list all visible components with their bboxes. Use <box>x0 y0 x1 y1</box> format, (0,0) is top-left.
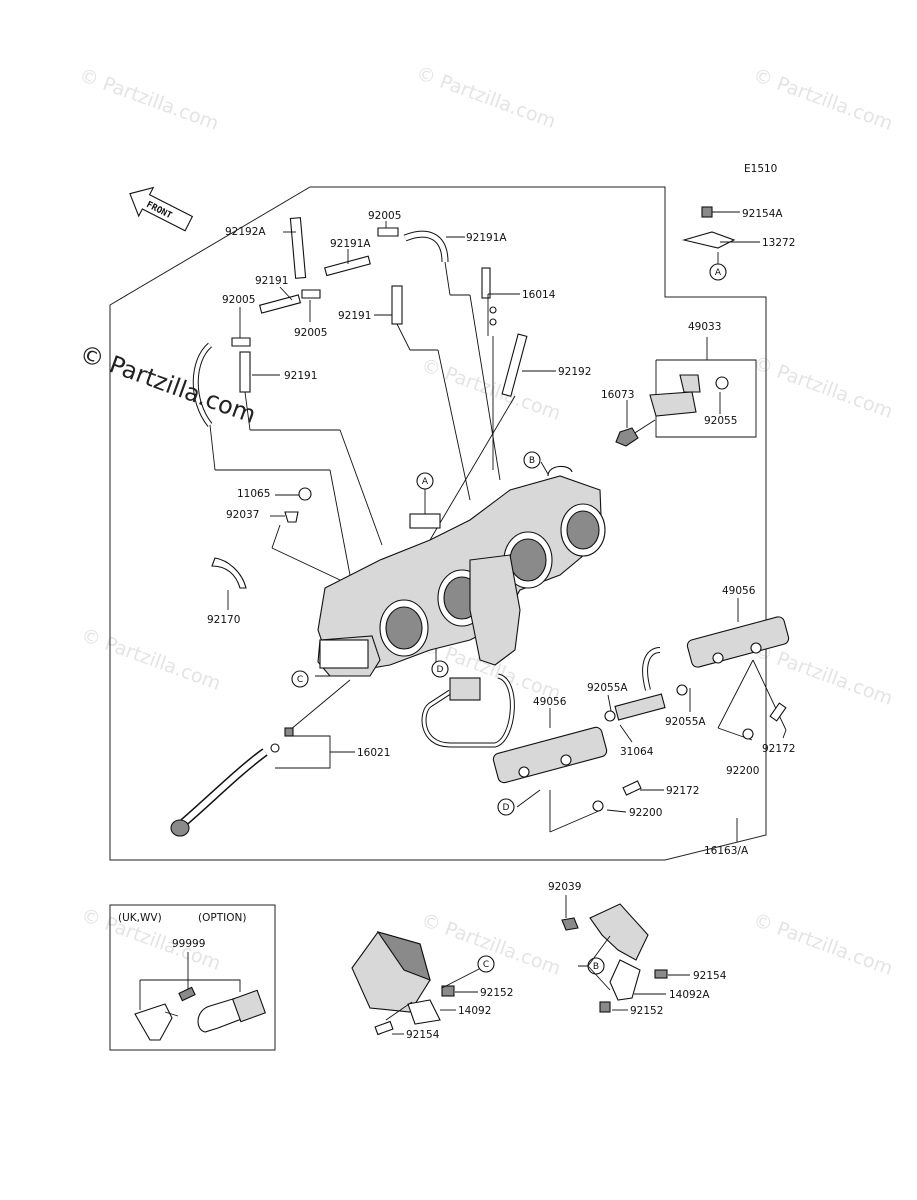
svg-text:D: D <box>437 665 444 675</box>
svg-text:92005: 92005 <box>294 327 327 339</box>
watermark-text: © Partzilla.com <box>750 639 895 710</box>
svg-text:16021: 16021 <box>357 747 390 759</box>
part-label: 92039 <box>548 881 581 893</box>
svg-text:92191A: 92191A <box>330 238 371 250</box>
svg-text:16014: 16014 <box>522 289 556 301</box>
callout-a <box>709 263 727 281</box>
svg-text:A: A <box>715 268 722 278</box>
callout-d <box>431 660 449 678</box>
front-arrow: FRONT <box>129 186 194 232</box>
svg-text:92055A: 92055A <box>587 682 628 694</box>
svg-text:92191A: 92191A <box>466 232 507 244</box>
part-label: 92152 <box>480 987 513 999</box>
svg-text:92005: 92005 <box>222 294 255 306</box>
callout-b <box>523 451 541 469</box>
svg-text:16163/A: 16163/A <box>704 845 749 857</box>
svg-text:92055A: 92055A <box>665 716 706 728</box>
callout-c <box>291 670 309 688</box>
diagram-code: E1510 <box>744 163 777 175</box>
watermark-text: © Partzilla.com <box>750 352 895 423</box>
cover-14092: C <box>351 931 495 1036</box>
svg-text:11065: 11065 <box>237 488 270 500</box>
watermark-text: © Partzilla.com <box>750 909 895 980</box>
sensor-49033 <box>615 374 729 447</box>
svg-text:92005: 92005 <box>368 210 401 222</box>
svg-text:92191: 92191 <box>284 370 317 382</box>
part-label: 13272 <box>762 237 795 249</box>
svg-text:92191: 92191 <box>255 275 288 287</box>
callouts-main: A B C D D <box>291 451 541 816</box>
svg-text:49033: 49033 <box>688 321 721 333</box>
vacuum-hoses <box>192 217 528 427</box>
svg-text:31064: 31064 <box>620 746 654 758</box>
part-label: 92154 <box>406 1029 440 1041</box>
svg-text:92192: 92192 <box>558 366 591 378</box>
svg-text:92200: 92200 <box>629 807 662 819</box>
throttle-body-assembly <box>317 465 606 748</box>
part-label: 92154 <box>693 970 727 982</box>
watermark-text: © Partzilla.com <box>76 64 221 135</box>
svg-text:92192A: 92192A <box>225 226 266 238</box>
part-label: 99999 <box>172 938 205 950</box>
cover-14092A: 92039 B <box>548 881 690 1013</box>
svg-text:B: B <box>593 962 599 972</box>
callout-a <box>416 472 434 490</box>
watermark-text: © Partzilla.com <box>418 354 563 425</box>
bracket-detail: A <box>681 206 760 281</box>
option-header-right: (OPTION) <box>198 912 246 924</box>
svg-text:92055: 92055 <box>704 415 737 427</box>
svg-text:92172: 92172 <box>666 785 699 797</box>
part-label: 14092A <box>669 989 710 1001</box>
callout-c <box>477 955 495 973</box>
svg-text:49056: 49056 <box>533 696 567 708</box>
part-label: 14092 <box>458 1005 491 1017</box>
watermark-text: © Partzilla.com <box>750 64 895 135</box>
svg-text:92037: 92037 <box>226 509 259 521</box>
watermark-prominent: © Partzilla.com <box>76 339 260 429</box>
bolts-fuel <box>592 702 787 812</box>
watermark-text: © Partzilla.com <box>413 62 558 133</box>
part-label: 92154A <box>742 208 783 220</box>
svg-text:92200: 92200 <box>726 765 759 777</box>
part-label: 92152 <box>630 1005 663 1017</box>
hose-16021 <box>170 727 294 837</box>
option-box: (UK,WV) (OPTION) 99999 <box>109 904 276 1051</box>
small-parts-left <box>211 487 369 669</box>
svg-text:C: C <box>483 960 489 970</box>
watermark-text: © Partzilla.com <box>78 624 223 695</box>
svg-text:D: D <box>503 803 510 813</box>
svg-text:92170: 92170 <box>207 614 240 626</box>
part-labels: 92005 92191A 92191A 92192A 92191 92005 9… <box>207 210 795 857</box>
svg-text:A: A <box>422 477 429 487</box>
fuel-rail-right <box>604 616 790 722</box>
svg-text:16073: 16073 <box>601 389 634 401</box>
svg-text:92191: 92191 <box>338 310 371 322</box>
svg-text:B: B <box>529 456 535 466</box>
option-header-left: (UK,WV) <box>118 912 162 924</box>
callout-d <box>497 798 515 816</box>
svg-text:C: C <box>297 675 303 685</box>
assembly-frame <box>109 186 767 861</box>
leader-lines <box>209 221 787 842</box>
svg-text:92172: 92172 <box>762 743 795 755</box>
svg-text:49056: 49056 <box>722 585 756 597</box>
fuel-rail-left <box>492 726 608 784</box>
